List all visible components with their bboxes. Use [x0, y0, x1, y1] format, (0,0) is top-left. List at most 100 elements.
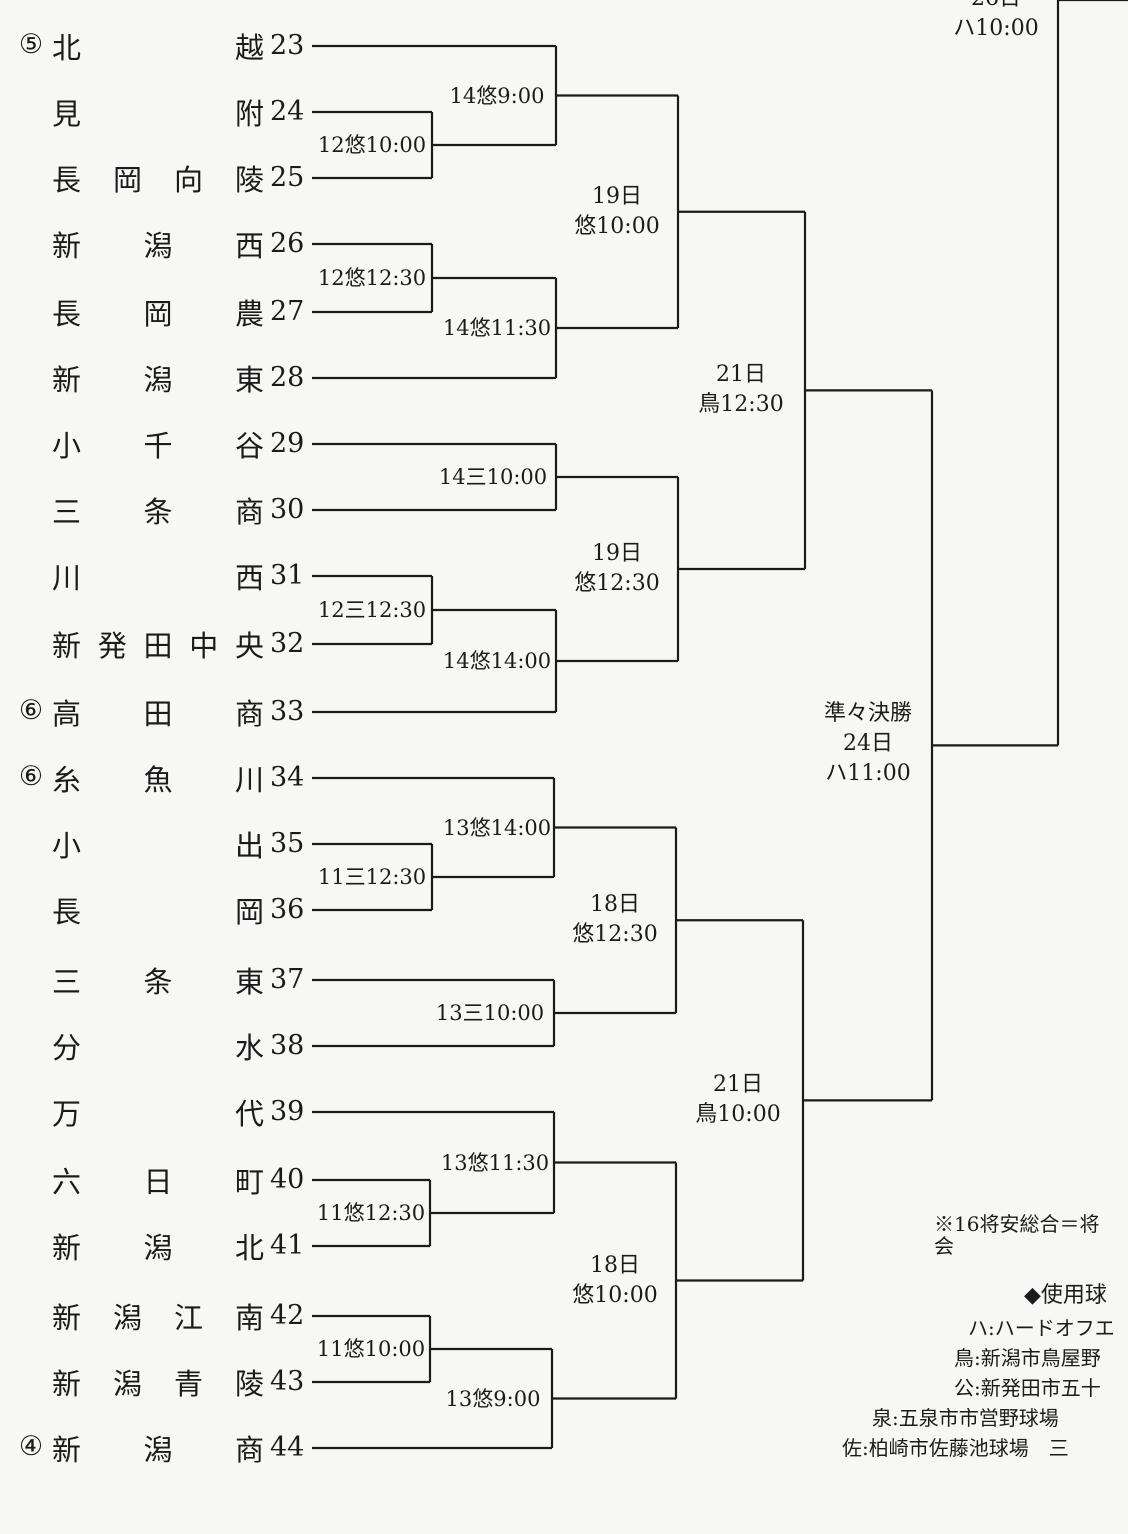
team-name-char: 岡	[143, 297, 173, 331]
team-name: 長岡	[52, 890, 264, 930]
team-name-char: 川	[234, 763, 264, 797]
team-name: 川西	[52, 556, 264, 596]
team-number: 42	[270, 1300, 305, 1331]
team-name-char: 農	[234, 297, 264, 331]
team-name-char: 潟	[112, 1367, 142, 1401]
team-name-char: 三	[52, 495, 82, 529]
round3-match-label: 18日 悠10:00	[572, 1252, 658, 1308]
team-name: 六日町	[52, 1160, 264, 1200]
round1-match-label: 12悠10:00	[317, 133, 427, 157]
team-name-char: 越	[234, 31, 264, 65]
team-name-char: 附	[234, 97, 264, 131]
team-name-char: 田	[143, 697, 173, 731]
seed-badge: ⑤	[18, 29, 44, 60]
team-name-char: 南	[234, 1301, 264, 1335]
note-line-2: 会	[934, 1234, 954, 1258]
team-name-char: 北	[234, 1231, 264, 1265]
team-name: 北越	[52, 26, 264, 66]
team-name: 新潟青陵	[52, 1362, 264, 1402]
team-name-char: 長	[52, 163, 82, 197]
team-name-char: 新	[52, 1433, 82, 1467]
team-name-char: 商	[234, 697, 264, 731]
team-name: 三条東	[52, 960, 264, 1000]
team-name: 長岡農	[52, 292, 264, 332]
round2-match-label: 14悠11:30	[442, 316, 552, 340]
team-name-char: 谷	[234, 429, 264, 463]
team-name: 新潟北	[52, 1226, 264, 1266]
team-name-char: 東	[234, 363, 264, 397]
round2-match-label: 13悠11:30	[440, 1150, 550, 1175]
team-name-char: 新	[52, 229, 82, 263]
team-name-char: 向	[173, 163, 203, 197]
round2-match-label: 13悠14:00	[442, 815, 552, 840]
team-name: 糸魚川	[52, 758, 264, 798]
team-name: 見附	[52, 92, 264, 132]
team-number: 32	[270, 628, 305, 659]
team-name-char: 中	[189, 629, 219, 663]
round2-match-label: 13悠9:00	[445, 1386, 541, 1411]
team-name-char: 長	[52, 297, 82, 331]
team-number: 40	[270, 1164, 305, 1195]
team-name-char: 出	[234, 829, 264, 863]
team-number: 26	[270, 228, 305, 259]
team-name-char: 高	[52, 697, 82, 731]
team-name-char: 条	[143, 965, 173, 999]
team-number: 41	[270, 1230, 305, 1261]
round2-match-label: 13三10:00	[435, 1001, 545, 1025]
team-name-char: 商	[234, 495, 264, 529]
team-name: 新潟東	[52, 358, 264, 398]
team-number: 39	[270, 1096, 305, 1127]
round3-match-label: 19日 悠12:30	[574, 541, 660, 596]
team-name-char: 新	[52, 363, 82, 397]
team-name-char: 見	[52, 97, 82, 131]
team-name-char: 商	[234, 1433, 264, 1467]
round3-match-label: 19日 悠10:00	[574, 183, 660, 239]
round1-match-label: 12悠12:30	[317, 266, 427, 290]
round2-match-label: 14三10:00	[438, 465, 548, 489]
team-name-char: 潟	[143, 363, 173, 397]
seed-badge: ⑥	[18, 761, 44, 792]
team-name-char: 新	[52, 1231, 82, 1265]
team-name: 分水	[52, 1026, 264, 1066]
team-name-char: 岡	[234, 895, 264, 929]
venue-ko: 公:新発田市五十	[954, 1376, 1101, 1400]
team-name-char: 潟	[112, 1301, 142, 1335]
team-name-char: 江	[173, 1301, 203, 1335]
seed-badge: ④	[18, 1431, 44, 1462]
team-name-char: 岡	[112, 163, 142, 197]
team-name: 長岡向陵	[52, 158, 264, 198]
team-name: 新潟西	[52, 224, 264, 264]
team-name: 小出	[52, 824, 264, 864]
team-name: 新発田中央	[52, 624, 264, 664]
team-name-char: 央	[234, 629, 264, 663]
team-number: 30	[270, 494, 305, 525]
team-number: 28	[270, 362, 305, 393]
venue-sa: 佐:柏崎市佐藤池球場 三	[842, 1436, 1069, 1460]
team-name-char: 水	[234, 1031, 264, 1065]
team-name-char: 田	[143, 629, 173, 663]
round3-match-label: 18日 悠12:30	[572, 892, 658, 948]
team-number: 38	[270, 1030, 305, 1061]
team-number: 36	[270, 894, 305, 925]
round1-match-label: 11悠10:00	[316, 1337, 426, 1361]
team-name-char: 西	[234, 229, 264, 263]
team-name-char: 陵	[234, 1367, 264, 1401]
team-name-char: 魚	[143, 763, 173, 797]
team-name-char: 日	[143, 1165, 173, 1199]
venue-izumi: 泉:五泉市市営野球場	[872, 1406, 1059, 1430]
team-name: 三条商	[52, 490, 264, 530]
team-name: 高田商	[52, 692, 264, 732]
team-name-char: 北	[52, 31, 82, 65]
